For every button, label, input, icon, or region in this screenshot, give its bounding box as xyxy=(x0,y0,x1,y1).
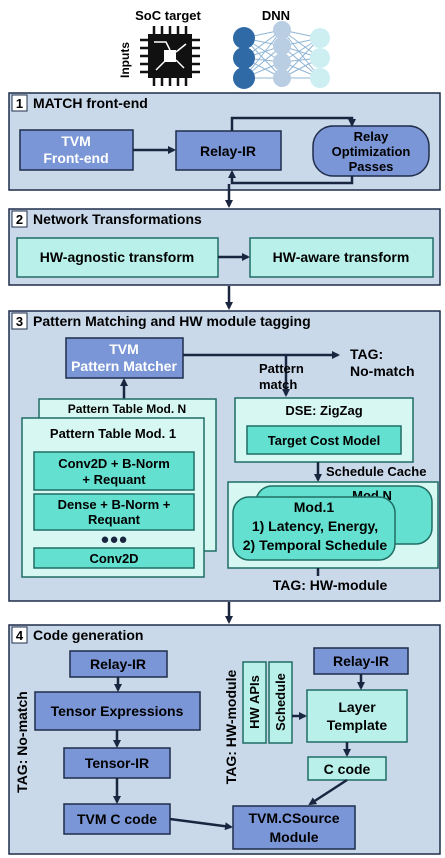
schedule-label: Schedule xyxy=(273,673,288,731)
arrow-relay-to-passes xyxy=(230,116,356,131)
opt-passes-line3: Passes xyxy=(349,159,394,174)
tensor-expressions-box xyxy=(34,691,201,731)
hw-agnostic-transform-box xyxy=(16,237,219,278)
tvm-pattern-matcher-box xyxy=(65,337,184,379)
relay-ir-right-label: Relay-IR xyxy=(333,653,389,669)
pattern-1-line1: Conv2D + B-Norm xyxy=(58,456,170,471)
pattern-conv2d xyxy=(33,547,195,569)
dnn-label: DNN xyxy=(262,8,290,23)
header: SoC target DNN Inputs xyxy=(118,8,330,89)
schedule-mod-1 xyxy=(232,496,396,561)
hw-aware-transform-label: HW-aware transform xyxy=(273,249,410,265)
c-code-label: C code xyxy=(324,761,371,777)
tag-no-match-line1: TAG: xyxy=(350,346,383,362)
hw-aware-transform-box xyxy=(249,237,434,278)
pattern-match-line2: match xyxy=(259,377,297,392)
relay-ir-left-label: Relay-IR xyxy=(90,656,146,672)
csource-module-line1: TVM.CSource xyxy=(248,810,339,826)
relay-ir-box xyxy=(175,130,282,171)
section-3-pattern-matching: 3 Pattern Matching and HW module tagging… xyxy=(8,310,441,602)
pattern-matcher-line1: TVM xyxy=(109,341,139,357)
hw-apis-box xyxy=(242,661,267,744)
layer-template-box xyxy=(306,689,408,743)
target-cost-model-box xyxy=(246,425,402,455)
section-3-title: Pattern Matching and HW module tagging xyxy=(33,313,311,329)
section-1-number: 1 xyxy=(16,96,23,111)
dse-zigzag-label: DSE: ZigZag xyxy=(285,403,362,418)
pattern-dense-bnorm-requant xyxy=(33,493,195,531)
soc-target-label: SoC target xyxy=(135,8,201,23)
section-2-number: 2 xyxy=(16,212,23,227)
tensor-ir-label: Tensor-IR xyxy=(85,755,149,771)
arrow-c-code-to-module xyxy=(308,778,348,806)
layer-template-line1: Layer xyxy=(338,699,376,715)
arrow-tvm-c-to-module xyxy=(169,817,233,831)
schedule-mod-1-line2: 2) Temporal Schedule xyxy=(243,537,388,553)
pattern-table-mod-1-label: Pattern Table Mod. 1 xyxy=(50,426,176,441)
schedule-mod-1-line1: 1) Latency, Energy, xyxy=(252,518,378,534)
pattern-2-line2: Requant xyxy=(88,512,141,527)
section-4-title: Code generation xyxy=(33,627,143,643)
section-2-network-transformations: 2 Network Transformations HW-agnostic tr… xyxy=(8,208,441,286)
tag-no-match-line2: No-match xyxy=(350,363,415,379)
pattern-2-line1: Dense + B-Norm + xyxy=(58,497,171,512)
tvm-c-code-box xyxy=(63,803,171,835)
pattern-3-label: Conv2D xyxy=(89,551,138,566)
tag-no-match-vertical: TAG: No-match xyxy=(14,691,30,793)
tvm-front-end-line2: Front-end xyxy=(43,150,108,166)
tvm-front-end-box xyxy=(19,129,134,171)
opt-passes-line1: Relay xyxy=(354,129,389,144)
hw-apis-label: HW APIs xyxy=(247,675,262,729)
pattern-matcher-line2: Pattern Matcher xyxy=(71,358,177,374)
section-3-number: 3 xyxy=(16,314,23,329)
hw-agnostic-transform-label: HW-agnostic transform xyxy=(40,249,195,265)
more-patterns-dots: ●●● xyxy=(100,531,127,548)
chip-icon xyxy=(140,26,200,86)
pattern-conv2d-bnorm-requant xyxy=(33,451,195,491)
tvm-csource-module-box xyxy=(232,805,356,850)
section-4-number: 4 xyxy=(16,628,24,643)
section-1-front-end: 1 MATCH front-end TVM Front-end Relay-IR… xyxy=(8,92,441,191)
schedule-mod-1-label: Mod.1 xyxy=(294,499,335,515)
inputs-label: Inputs xyxy=(118,42,132,78)
target-cost-model-label: Target Cost Model xyxy=(268,433,380,448)
tensor-ir-box xyxy=(63,747,171,779)
tag-hw-module-vertical: TAG: HW-module xyxy=(223,670,239,785)
opt-passes-line2: Optimization xyxy=(332,144,411,159)
layer-template-line2: Template xyxy=(327,717,388,733)
tag-hw-module-label: TAG: HW-module xyxy=(273,577,388,593)
arrow-passes-to-relay xyxy=(228,170,354,185)
tvm-front-end-line1: TVM xyxy=(61,133,91,149)
pattern-match-line1: Pattern xyxy=(259,361,304,376)
tensor-expressions-label: Tensor Expressions xyxy=(51,703,184,719)
tvm-c-code-label: TVM C code xyxy=(77,811,157,827)
section-1-title: MATCH front-end xyxy=(33,95,148,111)
pattern-table-mod-n-label: Pattern Table Mod. N xyxy=(68,402,186,416)
schedule-cache-label: Schedule Cache xyxy=(326,464,426,479)
section-2-title: Network Transformations xyxy=(33,211,202,227)
pattern-1-line2: + Requant xyxy=(82,472,146,487)
section-4-code-generation: 4 Code generation TAG: No-match Relay-IR… xyxy=(8,624,441,855)
relay-ir-label: Relay-IR xyxy=(200,143,256,159)
schedule-box xyxy=(268,661,293,744)
relay-optimization-passes-box xyxy=(312,125,430,177)
csource-module-line2: Module xyxy=(270,829,319,845)
neural-network-icon xyxy=(233,21,330,89)
